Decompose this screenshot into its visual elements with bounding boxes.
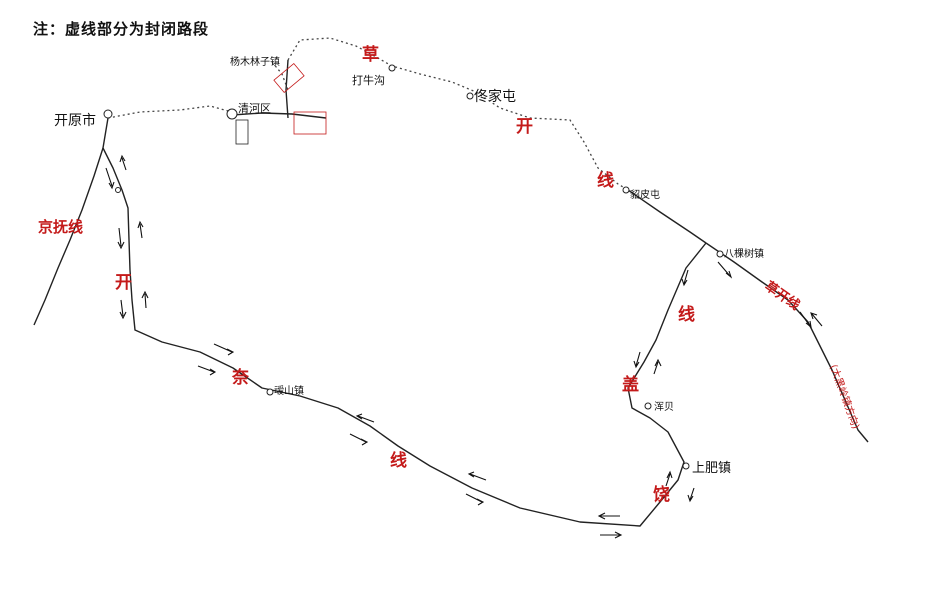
- caokai-south-road: [705, 242, 869, 443]
- route-caokai-char-3: 线: [597, 170, 614, 191]
- closed-caokai-north: [287, 37, 629, 191]
- caokai-north-solid: [627, 189, 707, 244]
- route-jingfu: 京抚线: [38, 218, 83, 236]
- hepi-marker: [622, 186, 630, 194]
- place-daniugou: 打牛沟: [352, 73, 385, 87]
- direction-label: (大黑岭镇方向): [827, 363, 862, 431]
- ganshan-marker: [266, 388, 274, 396]
- qinghe-marker: [226, 108, 238, 120]
- route-gairao-char-1: 线: [678, 304, 695, 325]
- route-kainai-char-3: 线: [390, 450, 407, 471]
- route-caokai-label: 草开线: [762, 278, 803, 313]
- place-babao: 八棵树镇: [724, 247, 764, 260]
- route-kainai-char-1: 开: [115, 273, 132, 293]
- route-caokai-char-1: 草: [362, 45, 379, 65]
- direction-arrows: [105, 154, 823, 539]
- tongjiatun-marker: [466, 92, 474, 100]
- place-tongjiatun: 佟家屯: [474, 88, 516, 105]
- babao-marker: [716, 250, 724, 258]
- daniugou-marker: [388, 64, 396, 72]
- hunbei-marker: [644, 402, 652, 410]
- place-shangfei: 上肥镇: [692, 461, 731, 476]
- place-qinghe: 清河区: [238, 102, 271, 115]
- route-caokai-char-2: 开: [516, 117, 533, 137]
- place-hepi: 貂皮屯: [630, 188, 660, 201]
- closed-section-note: 注：虚线部分为封闭路段: [33, 20, 210, 38]
- place-ganshan: 叆山镇: [274, 384, 304, 397]
- route-kainai-char-2: 奈: [231, 367, 250, 388]
- route-gairao-char-2: 盖: [622, 374, 639, 395]
- kaiyuan-marker: [103, 109, 113, 119]
- place-kaiyuan: 开原市: [54, 112, 96, 129]
- closed-branch: [271, 61, 289, 91]
- kainai-road: [102, 117, 707, 527]
- place-hunbei: 浑贝: [654, 400, 674, 413]
- small-town-marker: [115, 187, 121, 193]
- shangfei-marker: [682, 462, 690, 470]
- sign-box-1: [273, 62, 305, 94]
- jingfu-road: [33, 147, 104, 326]
- place-yangmubiao: 杨木林子镇: [230, 55, 280, 68]
- qinghe-road: [231, 112, 327, 119]
- closed-kaiyuan-qinghe: [107, 105, 233, 119]
- sign-box-3: [235, 119, 249, 145]
- qinghe-vertical: [285, 59, 289, 119]
- sign-box-2: [293, 111, 327, 135]
- route-gairao-char-3: 饶: [653, 484, 670, 505]
